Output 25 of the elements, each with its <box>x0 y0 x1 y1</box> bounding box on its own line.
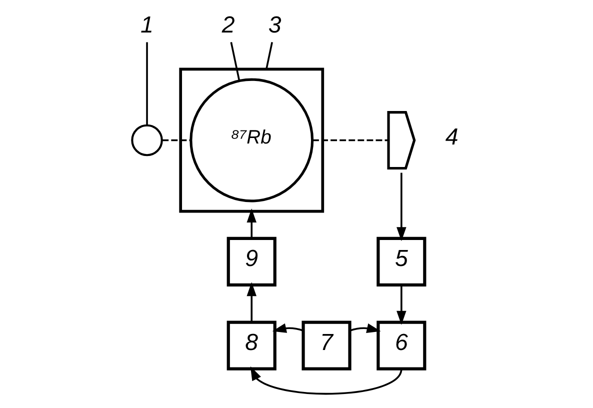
node-circle <box>131 124 163 156</box>
node-text: 3 <box>268 11 282 38</box>
node-box: 9 <box>226 236 276 286</box>
connector <box>230 42 240 81</box>
node-text: 2 <box>222 11 235 38</box>
arrow <box>246 282 257 322</box>
node-box: 5 <box>376 236 426 286</box>
arrow <box>250 366 402 395</box>
node-semicircle <box>387 110 416 170</box>
node-box: 8 <box>226 320 276 370</box>
connector <box>266 42 273 70</box>
arrow <box>396 285 406 325</box>
node-text: 1 <box>140 11 154 38</box>
label: 4 <box>445 124 458 150</box>
node-box: 7 <box>302 320 352 370</box>
arrow <box>272 323 304 333</box>
arrow <box>246 208 257 238</box>
connector <box>312 139 388 142</box>
cluster <box>179 68 324 213</box>
arrow <box>396 172 406 242</box>
connector <box>146 42 148 126</box>
node-box: 6 <box>376 320 426 370</box>
arrow <box>350 323 381 333</box>
node-circle: ⁸⁷Rb <box>190 78 314 202</box>
connector <box>162 139 191 142</box>
